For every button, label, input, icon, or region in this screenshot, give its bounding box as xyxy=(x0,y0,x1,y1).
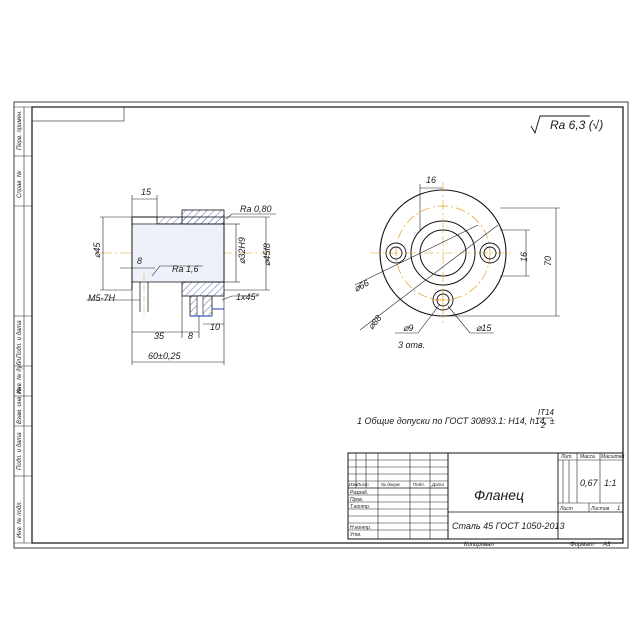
tb-sign: Подп. xyxy=(413,482,425,487)
dim-d45: ⌀45 xyxy=(92,242,102,258)
note-fraction-num: IT14 xyxy=(538,408,555,417)
corner-box xyxy=(31,106,125,122)
front-view: 16 16 70 ⌀66 ⌀88 ⌀9 3 отв. ⌀15 xyxy=(352,175,560,350)
margin-label-7: Инв. № подл. xyxy=(16,501,23,538)
title-block: Изм. Лист № докум. Подп. Дата Разраб. Пр… xyxy=(347,452,625,548)
inner-frame xyxy=(31,106,624,544)
note-fraction-den: 2 xyxy=(540,421,546,430)
tb-mass-value: 0,67 xyxy=(580,478,599,488)
tb-role-tcontrol: Т.контр. xyxy=(350,504,370,510)
margin-label-4: Инв. № дубл. xyxy=(16,357,23,394)
tb-date: Дата xyxy=(431,482,444,487)
tb-sheet-label: Лист xyxy=(559,506,573,512)
dim-60: 60±0,25 xyxy=(148,351,181,361)
note-text: 1 Общие допуски по ГОСТ 30893.1: H14, h1… xyxy=(357,416,555,426)
tb-col-lit: Лит. xyxy=(560,454,573,460)
tb-format: Формат xyxy=(570,542,594,548)
dim-35: 35 xyxy=(154,331,165,341)
margin-label-2: Справ. № xyxy=(16,170,23,198)
dim-ra080: Ra 0,80 xyxy=(240,204,272,214)
dim-holes: 3 отв. xyxy=(398,340,425,350)
section-view: 15 Ra 0,80 ⌀45 ⌀32H9 ⌀45f8 8 Ra 1,6 M5-7… xyxy=(86,187,276,365)
tb-list: Лист xyxy=(356,482,369,487)
tb-col-mass: Масса xyxy=(580,454,595,460)
dim-d88: ⌀88 xyxy=(366,313,384,331)
dim-d15: ⌀15 xyxy=(476,323,492,333)
tb-role-ncontrol: Н.контр. xyxy=(350,525,371,531)
dim-chamfer: 1x45° xyxy=(236,292,260,302)
roughness-text: Ra 6,3 (√) xyxy=(550,118,603,132)
tb-part-name: Фланец xyxy=(474,487,524,503)
tb-format-value: A3 xyxy=(602,542,611,548)
tb-doc: № докум. xyxy=(381,482,401,487)
tb-copied: Копировал xyxy=(464,542,494,548)
tb-role-approver: Утв. xyxy=(350,532,361,538)
dim-10: 10 xyxy=(210,322,220,332)
margin-label-5: Взам. инв. № xyxy=(16,386,23,424)
dim-16-top: 16 xyxy=(426,175,436,185)
dim-d9: ⌀9 xyxy=(403,323,413,333)
outer-frame xyxy=(13,101,629,549)
dim-15: 15 xyxy=(141,187,152,197)
tb-sheets-value: 1 xyxy=(617,506,620,512)
tb-sheets-label: Листов xyxy=(590,506,610,512)
technical-note: 1 Общие допуски по ГОСТ 30893.1: H14, h1… xyxy=(357,408,555,430)
dim-ra16: Ra 1,6 xyxy=(172,264,199,274)
tb-scale-value: 1:1 xyxy=(604,478,617,488)
tb-material: Сталь 45 ГОСТ 1050-2013 xyxy=(452,521,564,531)
margin-label-3: Подп. и дата xyxy=(17,320,23,358)
dim-d66: ⌀66 xyxy=(352,278,370,294)
tb-col-scale: Масштаб xyxy=(601,454,625,460)
body-lower-hatch xyxy=(181,281,225,297)
tb-role-developer: Разраб. xyxy=(350,490,368,496)
margin-label-1: Перв. примен. xyxy=(17,110,23,150)
dim-8-top: 8 xyxy=(137,256,142,266)
tb-izm: Изм. xyxy=(349,482,359,487)
tb-role-checker: Пров. xyxy=(350,497,363,503)
roughness-symbol: Ra 6,3 (√) xyxy=(530,115,603,135)
dim-thread: M5-7H xyxy=(88,293,116,303)
dim-8-bottom: 8 xyxy=(188,331,193,341)
margin-label-6: Подп. и дата xyxy=(17,432,23,470)
dim-70: 70 xyxy=(543,256,553,266)
dim-d32h9: ⌀32H9 xyxy=(237,237,247,264)
body-upper-hatch xyxy=(156,216,225,225)
dim-d45f8: ⌀45f8 xyxy=(262,243,272,266)
left-margin-strip: Перв. примен. Справ. № Подп. и дата Инв.… xyxy=(14,106,32,544)
dim-16-right: 16 xyxy=(519,252,529,262)
